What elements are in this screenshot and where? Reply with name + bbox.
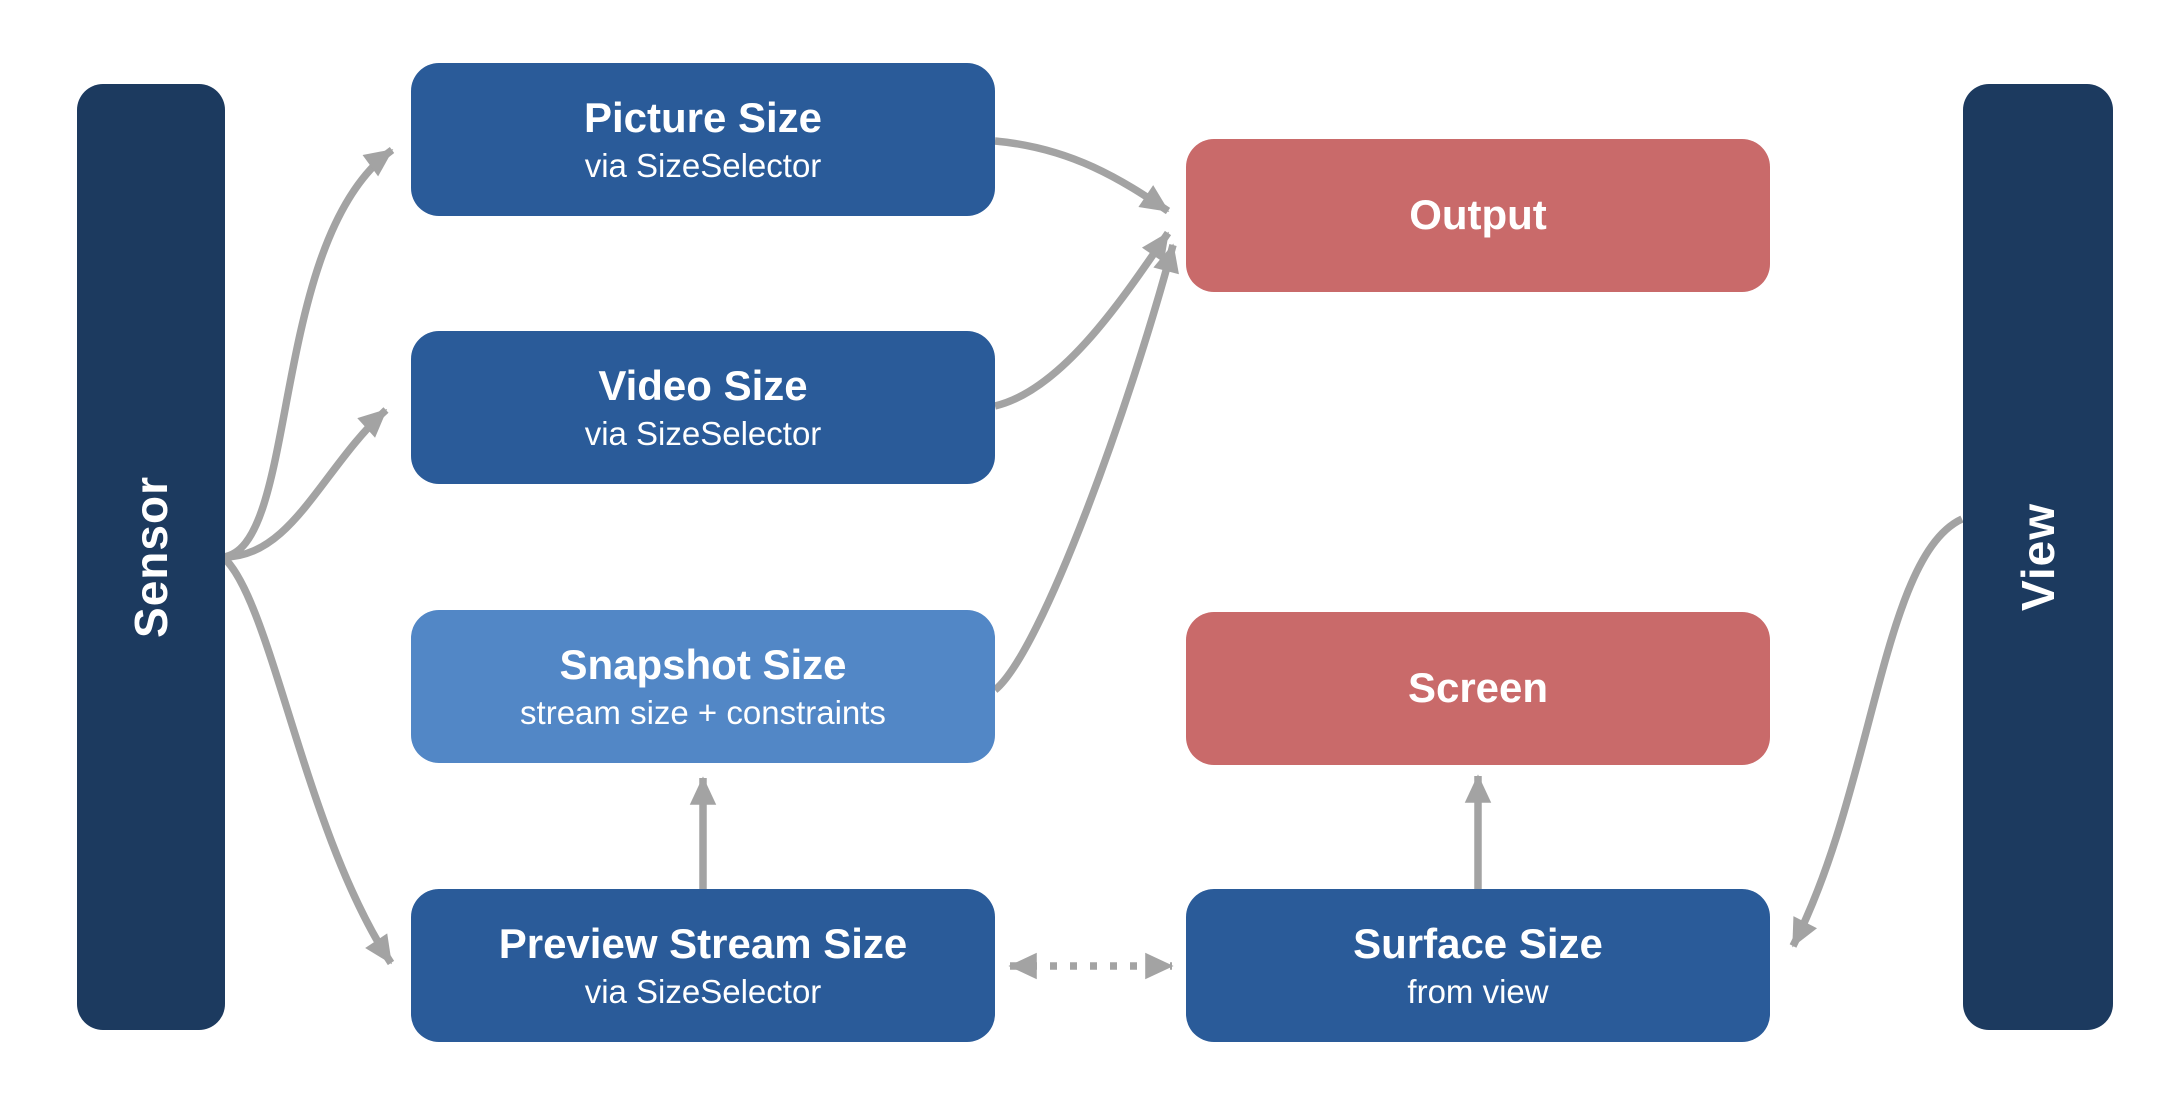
sensor-label: Sensor bbox=[125, 476, 177, 638]
edge-view-to-surface bbox=[1789, 515, 1964, 948]
node-title: Output bbox=[1409, 191, 1547, 239]
node-title: Preview Stream Size bbox=[498, 919, 908, 967]
node-title: Video Size bbox=[598, 361, 808, 409]
edge-sensor-to-video bbox=[222, 407, 389, 561]
edge-video-to-output bbox=[994, 230, 1172, 410]
node-screen: Screen bbox=[1186, 612, 1770, 765]
node-snapshot-size: Snapshot Size stream size + constraints bbox=[411, 610, 995, 763]
node-title: Snapshot Size bbox=[559, 640, 847, 688]
node-title: Screen bbox=[1407, 664, 1549, 712]
node-output: Output bbox=[1186, 139, 1770, 292]
edge-snapshot-to-output bbox=[992, 243, 1179, 693]
sidebar-sensor: Sensor bbox=[77, 84, 225, 1030]
node-subtitle: via SizeSelector bbox=[584, 146, 822, 184]
node-title: Picture Size bbox=[583, 93, 823, 141]
edge-sensor-to-preview bbox=[220, 554, 395, 966]
node-title: Surface Size bbox=[1353, 919, 1603, 967]
node-subtitle: stream size + constraints bbox=[520, 693, 886, 731]
node-video-size: Video Size via SizeSelector bbox=[411, 331, 995, 484]
edge-sensor-to-picture bbox=[222, 146, 395, 561]
node-subtitle: via SizeSelector bbox=[584, 972, 822, 1010]
node-picture-size: Picture Size via SizeSelector bbox=[411, 63, 995, 216]
node-surface-size: Surface Size from view bbox=[1186, 889, 1770, 1042]
view-label: View bbox=[2012, 503, 2064, 611]
node-subtitle: via SizeSelector bbox=[584, 414, 822, 452]
node-preview-stream-size: Preview Stream Size via SizeSelector bbox=[411, 889, 995, 1042]
node-subtitle: from view bbox=[1407, 972, 1549, 1010]
edge-picture-to-output bbox=[994, 137, 1171, 215]
sidebar-view: View bbox=[1963, 84, 2113, 1030]
